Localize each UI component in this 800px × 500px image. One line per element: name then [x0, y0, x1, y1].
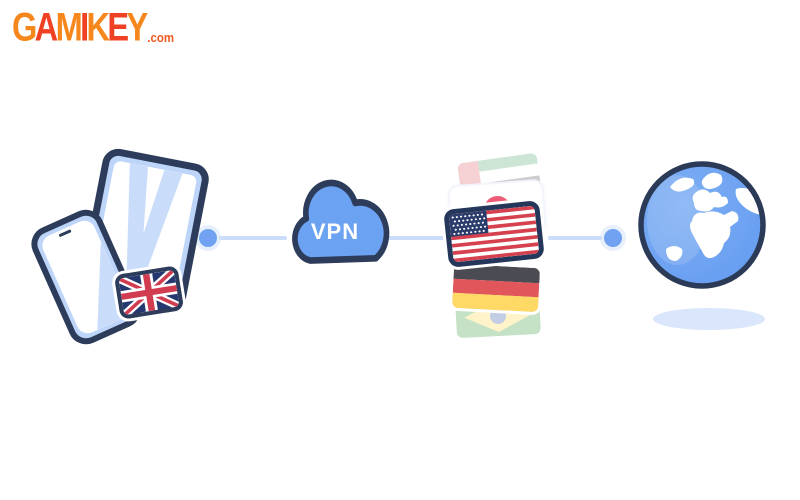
globe-ground-shadow [653, 308, 765, 330]
gamikey-logo[interactable]: G A M I K E Y .com [12, 4, 174, 50]
logo-letter: Y [126, 4, 148, 49]
flag-germany-icon [451, 263, 541, 313]
flag-usa-icon [443, 200, 545, 268]
logo-letter: A [34, 4, 58, 49]
logo-letter: M [55, 4, 83, 49]
logo-letter: G [12, 4, 37, 49]
flag-united-kingdom-icon [113, 265, 185, 320]
gamikey-logo-wordmark: G A M I K E Y [12, 4, 148, 50]
vpn-label: VPN [310, 219, 360, 244]
connector-dot-right [604, 229, 622, 247]
connector-line-devices-to-cloud [219, 236, 287, 240]
logo-dotcom-suffix: .com [147, 30, 174, 45]
vpn-cloud-icon: VPN [280, 172, 404, 276]
logo-letter: E [107, 4, 129, 49]
connector-line-cloud-to-flags [384, 236, 462, 240]
connector-line-flags-to-globe [548, 236, 602, 240]
logo-letter: I [80, 4, 89, 49]
globe-icon [635, 158, 769, 292]
connector-dot-left [199, 229, 217, 247]
phone-camera-icon [67, 229, 72, 234]
logo-letter: K [86, 4, 109, 49]
